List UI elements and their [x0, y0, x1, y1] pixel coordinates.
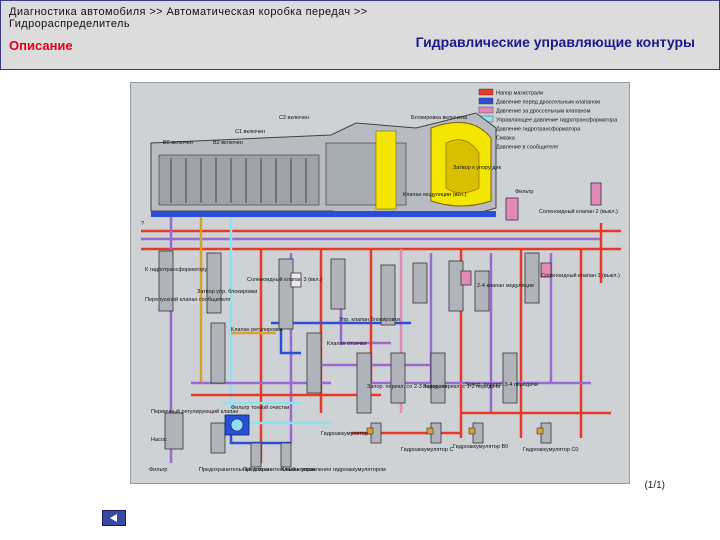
label-relief-valve: Предохранительный клапан	[243, 466, 315, 473]
label-b0: B0 включен	[163, 140, 193, 146]
label-accumulator-c: Гидроаккумулятор C	[401, 447, 453, 453]
label-accum-control: Клапан управления гидроаккумулятором	[281, 467, 386, 473]
label-safety-valve: Предохранительный клапан	[199, 466, 271, 473]
label-filter: Фильтр	[515, 189, 533, 195]
legend-label: Напор магистрали	[496, 91, 543, 97]
label-pump: Насос	[151, 437, 167, 443]
label-filter-bottom: Фильтр	[149, 467, 167, 473]
label-throttle-valve: Первичный регулирующий клапан	[151, 408, 238, 415]
diagram-labels: C2 включен C1 включен B0 включен B2 вклю…	[141, 115, 620, 473]
label-accumulator-c0: Гидроаккумулятор C0	[523, 447, 578, 453]
label-control-valve: Клапан регулировки	[231, 327, 283, 333]
header-bar: Диагностика автомобиля >> Автоматическая…	[0, 0, 720, 70]
label-lockup: Блокировка включена	[411, 115, 468, 121]
label-lockup-cut: Затвор к упору дик	[453, 165, 502, 171]
valve-bodies	[158, 250, 552, 468]
label-release-valve: Клапан отсечки	[327, 341, 366, 347]
label-bypass-valve: Перепускной клапан сообщителя	[145, 296, 230, 303]
label-c1: C1 включен	[235, 129, 265, 135]
label-shift-valve-34: Запор. перекл. 3-4 передачи	[465, 382, 538, 388]
label-modulation-valve: Упр. клапан блокировки	[339, 317, 400, 323]
solenoid-valves	[290, 182, 602, 288]
label-question-mark: ?	[141, 221, 144, 227]
page-counter: (1/1)	[644, 480, 665, 491]
label-shift-2-4: 2-4 клапан модуляции	[477, 283, 534, 289]
label-shift-valve-23: Запор. перекл. со 2-3 передачи	[367, 384, 447, 390]
label-c2: C2 включен	[279, 115, 309, 121]
label-sol-valve-1: Соленоидный клапан 1 (выкл.)	[541, 272, 620, 279]
legend-label: Давление в сообщителе	[496, 145, 558, 151]
legend-label: Управляющее давление гидротрансформатора	[496, 118, 618, 124]
arrow-left-icon	[110, 514, 117, 522]
page-title: Гидравлические управляющие контуры	[415, 34, 695, 50]
legend-label: Давление за дроссельным клапаном	[496, 109, 591, 115]
label-lockup-rel: Затвор упр. блокировки	[197, 289, 257, 295]
legend-swatch	[478, 88, 494, 96]
legend-swatch	[478, 106, 494, 114]
label-fine-filter: Фильтр тонкой очистки	[231, 404, 289, 411]
label-to-converter: К гидротрансформатору	[145, 267, 207, 273]
label-accumulator-b1: Гидроаккумулятор	[321, 431, 368, 437]
page-subtitle: Описание	[9, 38, 73, 53]
legend-swatch	[478, 97, 494, 105]
label-sol-valve-2: Соленоидный клапан 2 (выкл.)	[539, 208, 618, 215]
legend-label: Давление гидротрансформатора	[496, 127, 581, 133]
label-shift-valve-12: Запор. перекл. с 1-2 передачи	[423, 384, 500, 390]
pump	[224, 414, 250, 436]
label-reg-valve: Клапан модуляции (вкл.)	[403, 192, 467, 198]
transmission-housing	[150, 112, 497, 217]
accumulators	[366, 427, 544, 435]
back-button[interactable]	[102, 510, 126, 526]
label-accumulator-b0: Гидроаккумулятор B0	[453, 444, 508, 450]
legend-label: Давление перед дроссельным клапаном	[496, 100, 600, 106]
breadcrumb: Диагностика автомобиля >> Автоматическая…	[9, 6, 368, 30]
label-b2: B2 включен	[213, 140, 243, 146]
legend-label: Смазка	[496, 136, 516, 142]
label-sol-valve-3: Соленоидный клапан 3 (вкл.)	[247, 276, 322, 283]
